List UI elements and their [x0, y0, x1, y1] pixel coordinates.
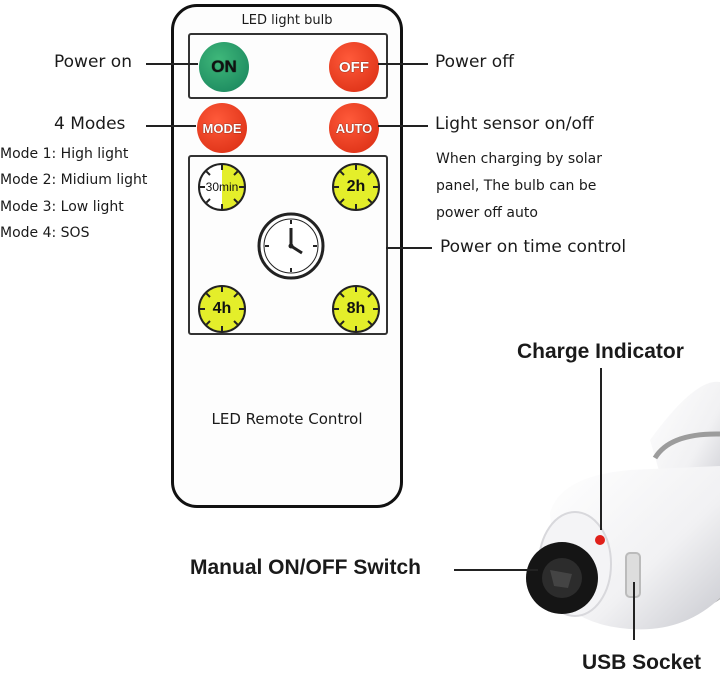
light-sensor-leader — [378, 125, 428, 127]
timer-30min-button[interactable]: 30min — [198, 163, 246, 211]
mode-button-label: MODE — [202, 120, 242, 136]
timer-2h-label: 2h — [346, 178, 366, 195]
manual-switch-leader — [454, 569, 538, 571]
clock-icon — [257, 212, 325, 280]
mode-4-text: Mode 4: SOS — [0, 225, 90, 241]
time-control-leader — [386, 247, 432, 249]
power-panel — [188, 33, 388, 99]
time-control-label: Power on time control — [440, 237, 627, 257]
mode-1-text: Mode 1: High light — [0, 146, 129, 162]
mode-3-text: Mode 3: Low light — [0, 199, 124, 215]
power-on-leader — [146, 63, 198, 65]
off-button[interactable]: OFF — [329, 42, 379, 92]
remote-title: LED light bulb — [241, 13, 333, 28]
bulb-device — [526, 381, 720, 630]
power-off-label: Power off — [435, 52, 514, 72]
manual-switch-label: Manual ON/OFF Switch — [190, 556, 422, 579]
timer-8h-button[interactable]: 8h — [332, 285, 380, 333]
four-modes-leader — [146, 125, 196, 127]
mode-button[interactable]: MODE — [197, 103, 247, 153]
usb-socket-leader — [633, 582, 635, 640]
solar-note-line-1: When charging by solar — [436, 151, 603, 167]
remote-control: LED light bulb ON OFF MODE AUTO 30min — [171, 4, 403, 508]
power-on-label: Power on — [54, 52, 132, 72]
usb-socket-label: USB Socket — [582, 651, 702, 674]
charge-indicator-label: Charge Indicator — [517, 340, 684, 363]
on-button[interactable]: ON — [199, 42, 249, 92]
timer-8h-label: 8h — [346, 300, 366, 317]
remote-footer: LED Remote Control — [211, 410, 363, 428]
solar-note-line-2: panel, The bulb can be — [436, 178, 597, 194]
auto-button-label: AUTO — [335, 120, 373, 136]
off-button-label: OFF — [339, 58, 369, 76]
power-off-leader — [378, 63, 428, 65]
auto-button[interactable]: AUTO — [329, 103, 379, 153]
timer-4h-label: 4h — [212, 300, 232, 317]
charge-indicator-leader — [600, 368, 602, 530]
four-modes-label: 4 Modes — [54, 114, 126, 134]
timer-2h-button[interactable]: 2h — [332, 163, 380, 211]
solar-note-line-3: power off auto — [436, 205, 538, 221]
timer-4h-button[interactable]: 4h — [198, 285, 246, 333]
dial-ticks-icon — [200, 165, 244, 209]
charge-led — [595, 535, 605, 545]
timer-panel — [188, 155, 388, 335]
light-sensor-label: Light sensor on/off — [435, 114, 594, 134]
timer-30min-label: 30min — [205, 180, 239, 194]
dial-ticks-icon — [200, 287, 244, 331]
dial-ticks-icon — [334, 287, 378, 331]
dial-ticks-icon — [334, 165, 378, 209]
on-button-label: ON — [211, 57, 237, 76]
mode-2-text: Mode 2: Midium light — [0, 172, 148, 188]
